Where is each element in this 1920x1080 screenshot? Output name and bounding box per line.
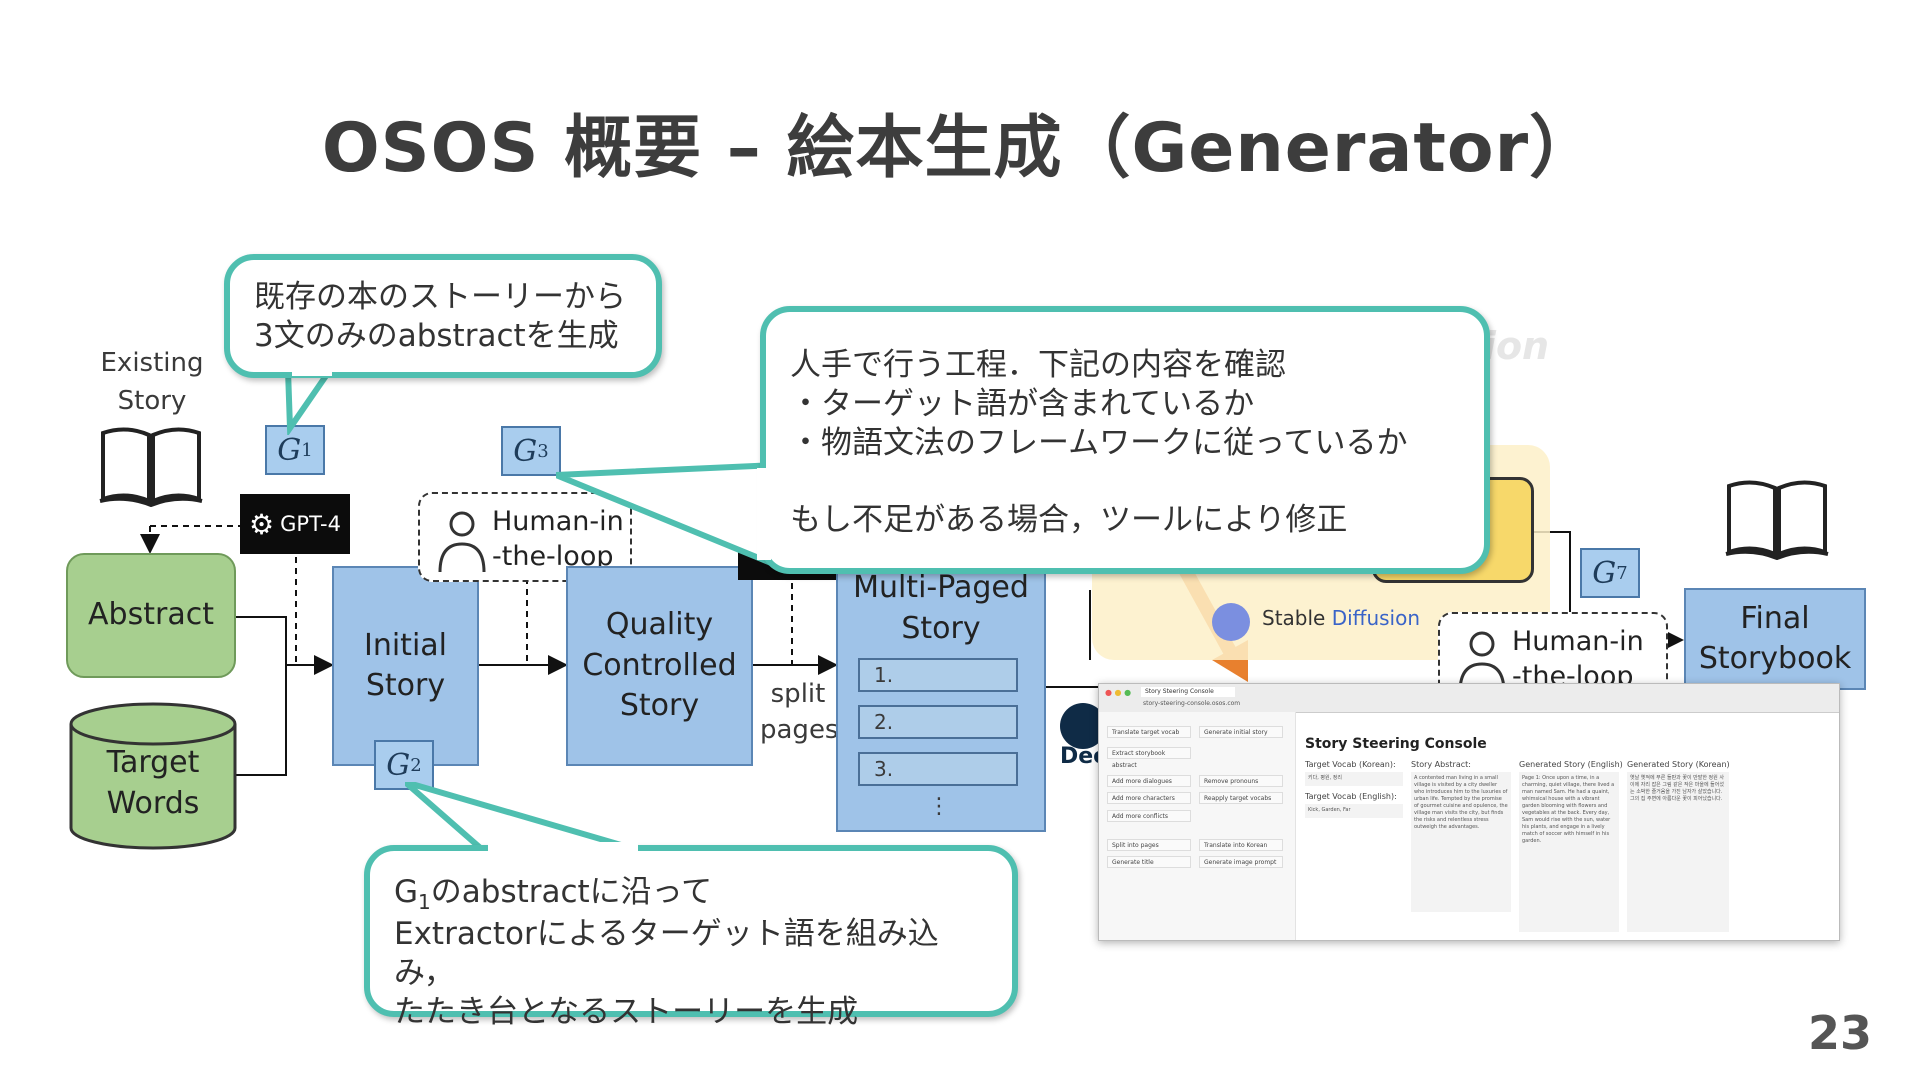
g1-letter: G — [277, 432, 302, 468]
browser-tab: Story Steering Console — [1141, 687, 1235, 697]
callout-g1-tail-cover — [292, 365, 332, 376]
btn-extract-abstract: Extract storybook abstract — [1107, 747, 1191, 769]
g3-index: 3 — [537, 440, 549, 462]
browser-chrome: ● ● ● Story Steering Console story-steer… — [1099, 684, 1839, 713]
openai-icon: ⚙ — [249, 507, 275, 541]
callout-g3-tail-cover — [757, 468, 771, 560]
gpt4-label: GPT-4 — [280, 512, 341, 536]
stable-diffusion-suffix: Diffusion — [1331, 606, 1421, 630]
btn-reapply-vocabs: Reapply target vocabs — [1199, 792, 1283, 804]
btn-remove-pronouns: Remove pronouns — [1199, 775, 1283, 787]
page-slot-1: 1. — [858, 658, 1018, 692]
btn-generate-title: Generate title — [1107, 856, 1191, 868]
btn-add-characters: Add more characters — [1107, 792, 1191, 804]
col-abstract: Story Abstract: — [1411, 760, 1471, 769]
multi-paged-story-node: Multi-Paged Story 1. 2. 3. ⋮ — [836, 566, 1046, 832]
btn-translate-korean: Translate into Korean — [1199, 839, 1283, 851]
abstract-label: Abstract — [88, 597, 214, 633]
g7-letter: G — [1592, 555, 1617, 591]
window-dots: ● ● ● — [1105, 688, 1132, 697]
btn-translate-target-vocab: Translate target vocab — [1107, 726, 1191, 738]
final-book-icon — [1725, 480, 1829, 560]
g1-index: 1 — [301, 439, 313, 461]
callout-g1-tail — [284, 370, 334, 435]
vocab-ko-value: 키다, 평원, 정리 — [1305, 772, 1403, 786]
btn-add-dialogues: Add more dialogues — [1107, 775, 1191, 787]
gpt4-badge: ⚙ GPT-4 — [240, 494, 350, 554]
btn-generate-initial-story: Generate initial story — [1199, 726, 1283, 738]
page-slot-2: 2. — [858, 705, 1018, 739]
col-story-ko: Generated Story (Korean) — [1627, 760, 1730, 769]
callout-g3: 人手で行う工程．下記の内容を確認 ・ターゲット語が含まれているか ・物語文法のフ… — [760, 306, 1490, 574]
initial-story-node: Initial Story — [332, 566, 479, 766]
stable-diffusion-label: Stable Diffusion — [1262, 606, 1420, 630]
callout-g2-g: G — [394, 874, 419, 910]
split-pages-label: split pages — [760, 679, 839, 746]
callout-g2-line1-rest: のabstractに沿って — [430, 874, 713, 910]
book-icon — [99, 427, 203, 507]
btn-add-conflicts: Add more conflicts — [1107, 810, 1191, 822]
page-number: 23 — [1807, 1006, 1872, 1060]
callout-g3-tail — [556, 461, 776, 569]
page-slot-3: 3. — [858, 752, 1018, 786]
stable-diffusion-prefix: Stable — [1262, 606, 1326, 630]
callout-g2-line1: G1のabstractに沿って — [394, 873, 988, 915]
stable-diffusion-logo — [1212, 603, 1250, 641]
callout-g2-sub: 1 — [418, 890, 431, 915]
final-storybook-node: Final Storybook — [1684, 588, 1866, 690]
g3-letter: G — [513, 433, 538, 469]
person-icon-2 — [1458, 631, 1506, 693]
console-title: Story Steering Console — [1305, 736, 1487, 752]
g2-letter: G — [386, 747, 411, 783]
callout-g2: G1のabstractに沿って Extractorによるターゲット語を組み込み，… — [364, 845, 1018, 1030]
vocab-en-value: Kick, Garden, Far — [1305, 804, 1403, 818]
col-story-en: Generated Story (English) — [1519, 760, 1623, 769]
story-ko-text: 옛날 옛적에 푸른 들판과 꽃이 만발한 정원 사이에 자리 잡은 그림 같은 … — [1627, 772, 1729, 932]
callout-g2-rest: Extractorによるターゲット語を組み込み， たたき台となるストーリーを生成 — [394, 916, 939, 1030]
quality-controlled-story-node: Quality Controlled Story — [566, 566, 753, 766]
story-steering-console-screenshot: ● ● ● Story Steering Console story-steer… — [1098, 683, 1840, 941]
abstract-node: Abstract — [66, 553, 236, 678]
btn-split-pages: Split into pages — [1107, 839, 1191, 851]
story-en-text: Page 1: Once upon a time, in a charming,… — [1519, 772, 1619, 932]
initial-story-label: Initial Story — [363, 627, 447, 704]
abstract-text: A contented man living in a small villag… — [1411, 772, 1511, 912]
multi-paged-story-label: Multi-Paged Story — [853, 570, 1029, 646]
final-storybook-label: Final Storybook — [1698, 600, 1852, 677]
slide-title: OSOS 概要 – 絵本生成（Generator） — [321, 109, 1599, 188]
person-icon — [438, 511, 486, 573]
url-bar: story-steering-console.osos.com — [1143, 700, 1241, 707]
target-words-cylinder — [69, 702, 237, 850]
callout-g2-tail-cover — [488, 842, 638, 852]
existing-story-label: Existing Story — [100, 348, 204, 416]
g2-index: 2 — [410, 754, 422, 776]
target-words-label: Target Words — [106, 745, 200, 821]
g7-index: 7 — [1616, 562, 1628, 584]
btn-generate-image-prompt: Generate image prompt — [1199, 856, 1283, 868]
callout-g1: 既存の本のストーリーから 3文のみのabstractを生成 — [224, 254, 662, 378]
col-vocab-ko: Target Vocab (Korean): — [1305, 760, 1396, 769]
quality-story-label: Quality Controlled Story — [582, 607, 737, 724]
more-pages-ellipsis: ⋮ — [928, 794, 950, 819]
col-vocab-en: Target Vocab (English): — [1305, 792, 1397, 801]
